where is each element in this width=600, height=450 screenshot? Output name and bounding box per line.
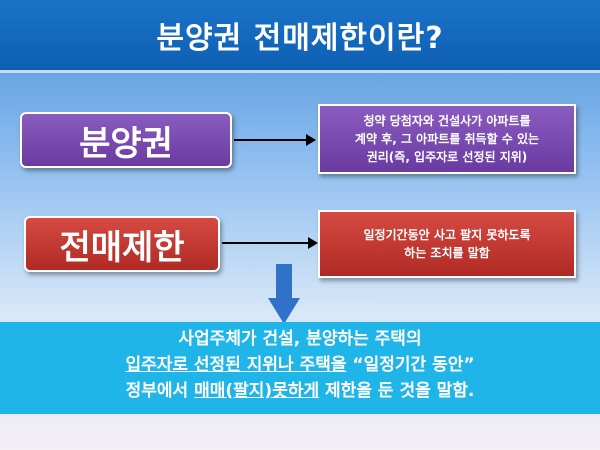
down-arrow-head	[268, 298, 300, 324]
summary-line-3-end: 제한을 둔 것을 말함.	[319, 381, 475, 401]
title-bar: 분양권 전매제한이란?	[0, 0, 600, 73]
down-arrow-shaft	[276, 264, 292, 300]
arrow-head-2	[308, 237, 318, 249]
desc2-line-2: 하는 조치를 말함	[404, 246, 490, 260]
bunyanggwon-description: 청약 당첨자와 건설사가 아파트를 계약 후, 그 아파트를 취득할 수 있는 …	[318, 104, 576, 174]
bunyanggwon-box: 분양권	[20, 112, 232, 168]
arrow-head-1	[306, 134, 316, 146]
summary-line-1: 사업주체가 건설, 분양하는 주택의	[178, 329, 422, 349]
jeonmae-label: 전매제한	[59, 227, 185, 268]
summary-line-2-quote: “일정기간 동안”	[346, 355, 475, 375]
summary-line-3-start: 정부에서	[125, 381, 195, 401]
bunyanggwon-label: 분양권	[79, 123, 173, 164]
page-title: 분양권 전매제한이란?	[156, 21, 444, 56]
desc1-line-2: 계약 후, 그 아파트를 취득할 수 있는	[354, 132, 540, 146]
arrow-bunyanggwon	[234, 134, 316, 146]
arrow-jeonmae	[222, 237, 318, 249]
summary-line-2-underlined: 입주자로 선정된 지위나 주택을	[125, 355, 347, 375]
jeonmae-box: 전매제한	[24, 216, 220, 272]
jeonmae-description: 일정기간동안 사고 팔지 못하도록 하는 조치를 말함	[318, 210, 576, 278]
summary-line-3: 정부에서 매매(팔지)못하게 제한을 둔 것을 말함.	[0, 378, 600, 404]
desc2-line-1: 일정기간동안 사고 팔지 못하도록	[363, 228, 531, 242]
down-arrow	[268, 264, 300, 324]
desc1-line-3: 권리(즉, 입주자로 선정된 지위)	[366, 150, 528, 164]
summary-panel: 사업주체가 건설, 분양하는 주택의 입주자로 선정된 지위나 주택을 “일정기…	[0, 322, 600, 414]
desc1-line-1: 청약 당첨자와 건설사가 아파트를	[363, 114, 531, 128]
summary-line-3-underlined: 매매(팔지)못하게	[194, 381, 320, 401]
summary-line-2: 입주자로 선정된 지위나 주택을 “일정기간 동안”	[0, 352, 600, 378]
